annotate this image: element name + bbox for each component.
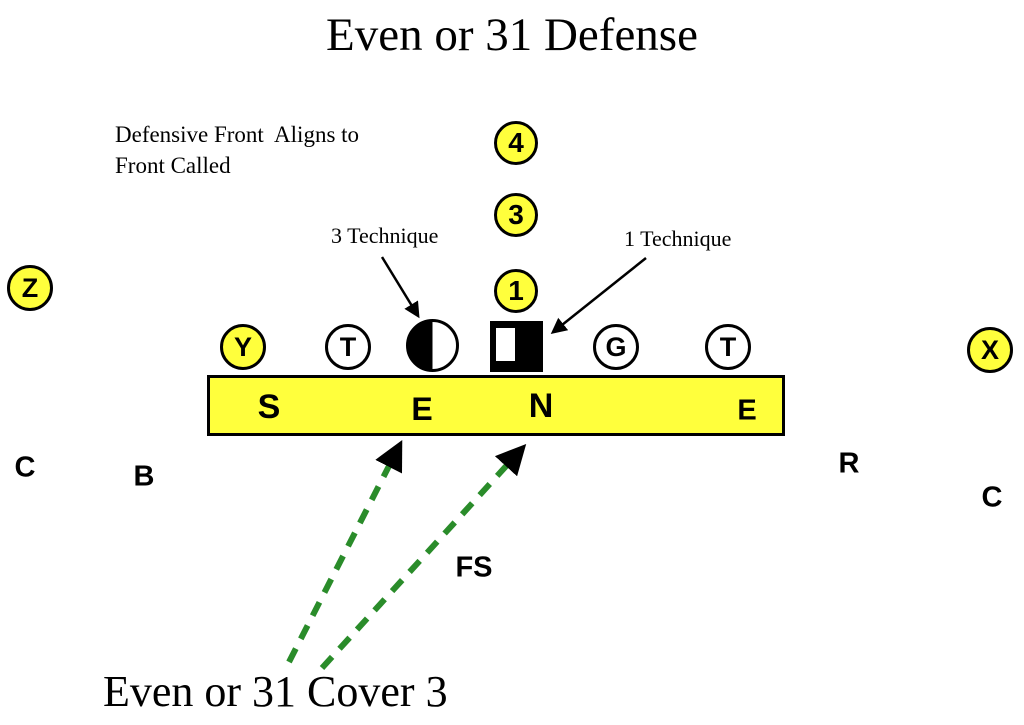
backfield-circle-4: 4: [494, 121, 538, 165]
one-technique-pointer-arrow: [550, 257, 647, 334]
receiver-x: X: [967, 327, 1013, 373]
tackle-right: T: [705, 324, 751, 370]
three-technique-marker: [406, 319, 459, 372]
coverage-arrow-left: [286, 439, 403, 664]
one-technique-marker: [490, 321, 543, 372]
alignment-note: Defensive Front Aligns to Front Called: [115, 120, 359, 181]
tackle-left: T: [325, 324, 371, 370]
tight-end-y: Y: [220, 324, 266, 370]
alignment-note-line1: Defensive Front Aligns to: [115, 122, 360, 147]
backfield-circle-1: 1: [494, 269, 538, 313]
linebacker-b: B: [133, 460, 155, 493]
free-safety: FS: [455, 551, 493, 584]
defensive-front-bar: S E N E: [207, 375, 785, 436]
three-technique-pointer-arrow: [380, 256, 420, 319]
front-pos-n: N: [528, 387, 554, 425]
rover-r: R: [838, 447, 860, 480]
front-pos-s: S: [257, 388, 281, 426]
coverage-caption: Even or 31 Cover 3: [103, 667, 448, 716]
backfield-circle-3: 3: [494, 193, 538, 237]
alignment-note-line2: Front Called: [115, 152, 231, 178]
corner-right: C: [981, 481, 1003, 514]
diagram-title: Even or 31 Defense: [326, 9, 698, 61]
receiver-z: Z: [7, 265, 53, 311]
one-technique-marker-inner: [493, 325, 518, 364]
three-technique-label: 3 Technique: [331, 223, 439, 248]
front-pos-e-left: E: [411, 391, 433, 427]
front-pos-e-right: E: [737, 394, 757, 427]
guard-right: G: [593, 324, 639, 370]
corner-left: C: [14, 451, 36, 484]
one-technique-label: 1 Technique: [624, 226, 732, 251]
